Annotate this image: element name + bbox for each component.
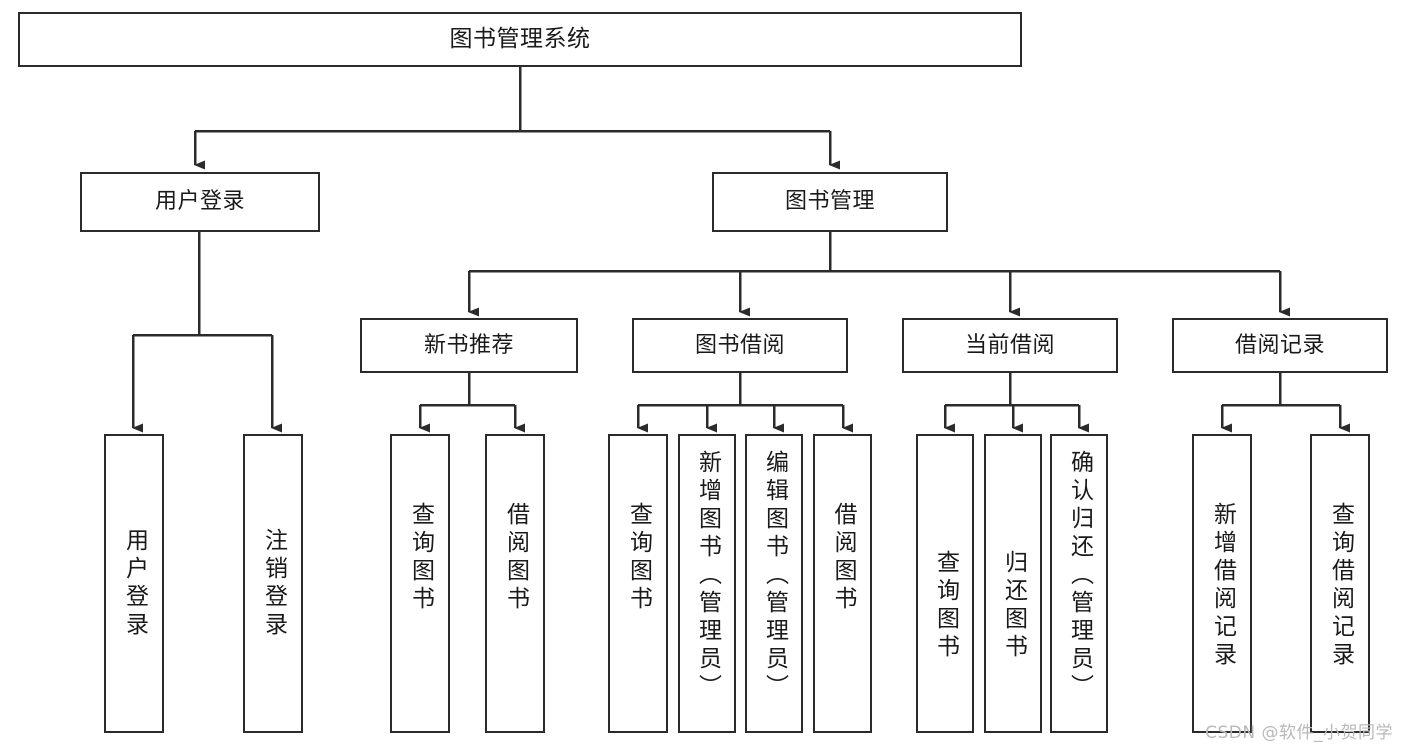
- node-leaf-query-borrow-record[interactable]: 查询借阅记录: [1310, 434, 1370, 733]
- node-leaf-borrow-book[interactable]: 借阅图书: [813, 434, 872, 733]
- node-leaf-query-book-recommend[interactable]: 查询图书: [390, 434, 450, 733]
- node-leaf-query-book-current[interactable]: 查询图书: [916, 434, 974, 733]
- node-label: 查询图书: [932, 550, 959, 662]
- node-label: 确认归还（管理员）: [1066, 450, 1093, 702]
- node-label: 借阅图书: [502, 502, 529, 614]
- node-current-borrow[interactable]: 当前借阅: [902, 318, 1118, 373]
- node-label: 借阅记录: [1234, 332, 1325, 358]
- node-new-book-recommend[interactable]: 新书推荐: [360, 318, 578, 373]
- node-label: 图书管理: [784, 189, 875, 215]
- node-label: 查询图书: [625, 502, 652, 614]
- node-label: 查询借阅记录: [1327, 502, 1354, 670]
- node-leaf-user-login[interactable]: 用户登录: [104, 434, 164, 733]
- node-leaf-add-book-admin[interactable]: 新增图书（管理员）: [678, 434, 736, 733]
- node-label: 新书推荐: [423, 332, 514, 358]
- node-label: 新增图书（管理员）: [694, 450, 721, 702]
- node-leaf-confirm-return-admin[interactable]: 确认归还（管理员）: [1050, 434, 1108, 733]
- node-borrow-record[interactable]: 借阅记录: [1172, 318, 1388, 373]
- node-label: 新增借阅记录: [1209, 502, 1236, 670]
- node-leaf-add-borrow-record[interactable]: 新增借阅记录: [1192, 434, 1252, 733]
- node-book-management[interactable]: 图书管理: [712, 172, 948, 232]
- node-label: 图书借阅: [694, 332, 785, 358]
- watermark-text: CSDN @软件_小贺同学: [1205, 723, 1393, 743]
- node-label: 查询图书: [407, 502, 434, 614]
- node-root-book-management-system[interactable]: 图书管理系统: [18, 12, 1022, 67]
- node-label: 用户登录: [121, 528, 148, 640]
- node-leaf-return-book[interactable]: 归还图书: [984, 434, 1042, 733]
- node-leaf-query-book-borrow[interactable]: 查询图书: [608, 434, 668, 733]
- node-leaf-edit-book-admin[interactable]: 编辑图书（管理员）: [745, 434, 803, 733]
- node-label: 编辑图书（管理员）: [761, 450, 788, 702]
- node-leaf-logout[interactable]: 注销登录: [243, 434, 303, 733]
- node-label: 图书管理系统: [449, 25, 591, 52]
- node-label: 注销登录: [260, 528, 287, 640]
- node-label: 用户登录: [154, 189, 245, 215]
- node-label: 当前借阅: [964, 332, 1055, 358]
- node-leaf-borrow-book-recommend[interactable]: 借阅图书: [485, 434, 545, 733]
- node-user-login[interactable]: 用户登录: [80, 172, 320, 232]
- node-label: 借阅图书: [830, 502, 856, 614]
- node-label: 归还图书: [1000, 550, 1027, 662]
- node-book-borrow[interactable]: 图书借阅: [632, 318, 848, 373]
